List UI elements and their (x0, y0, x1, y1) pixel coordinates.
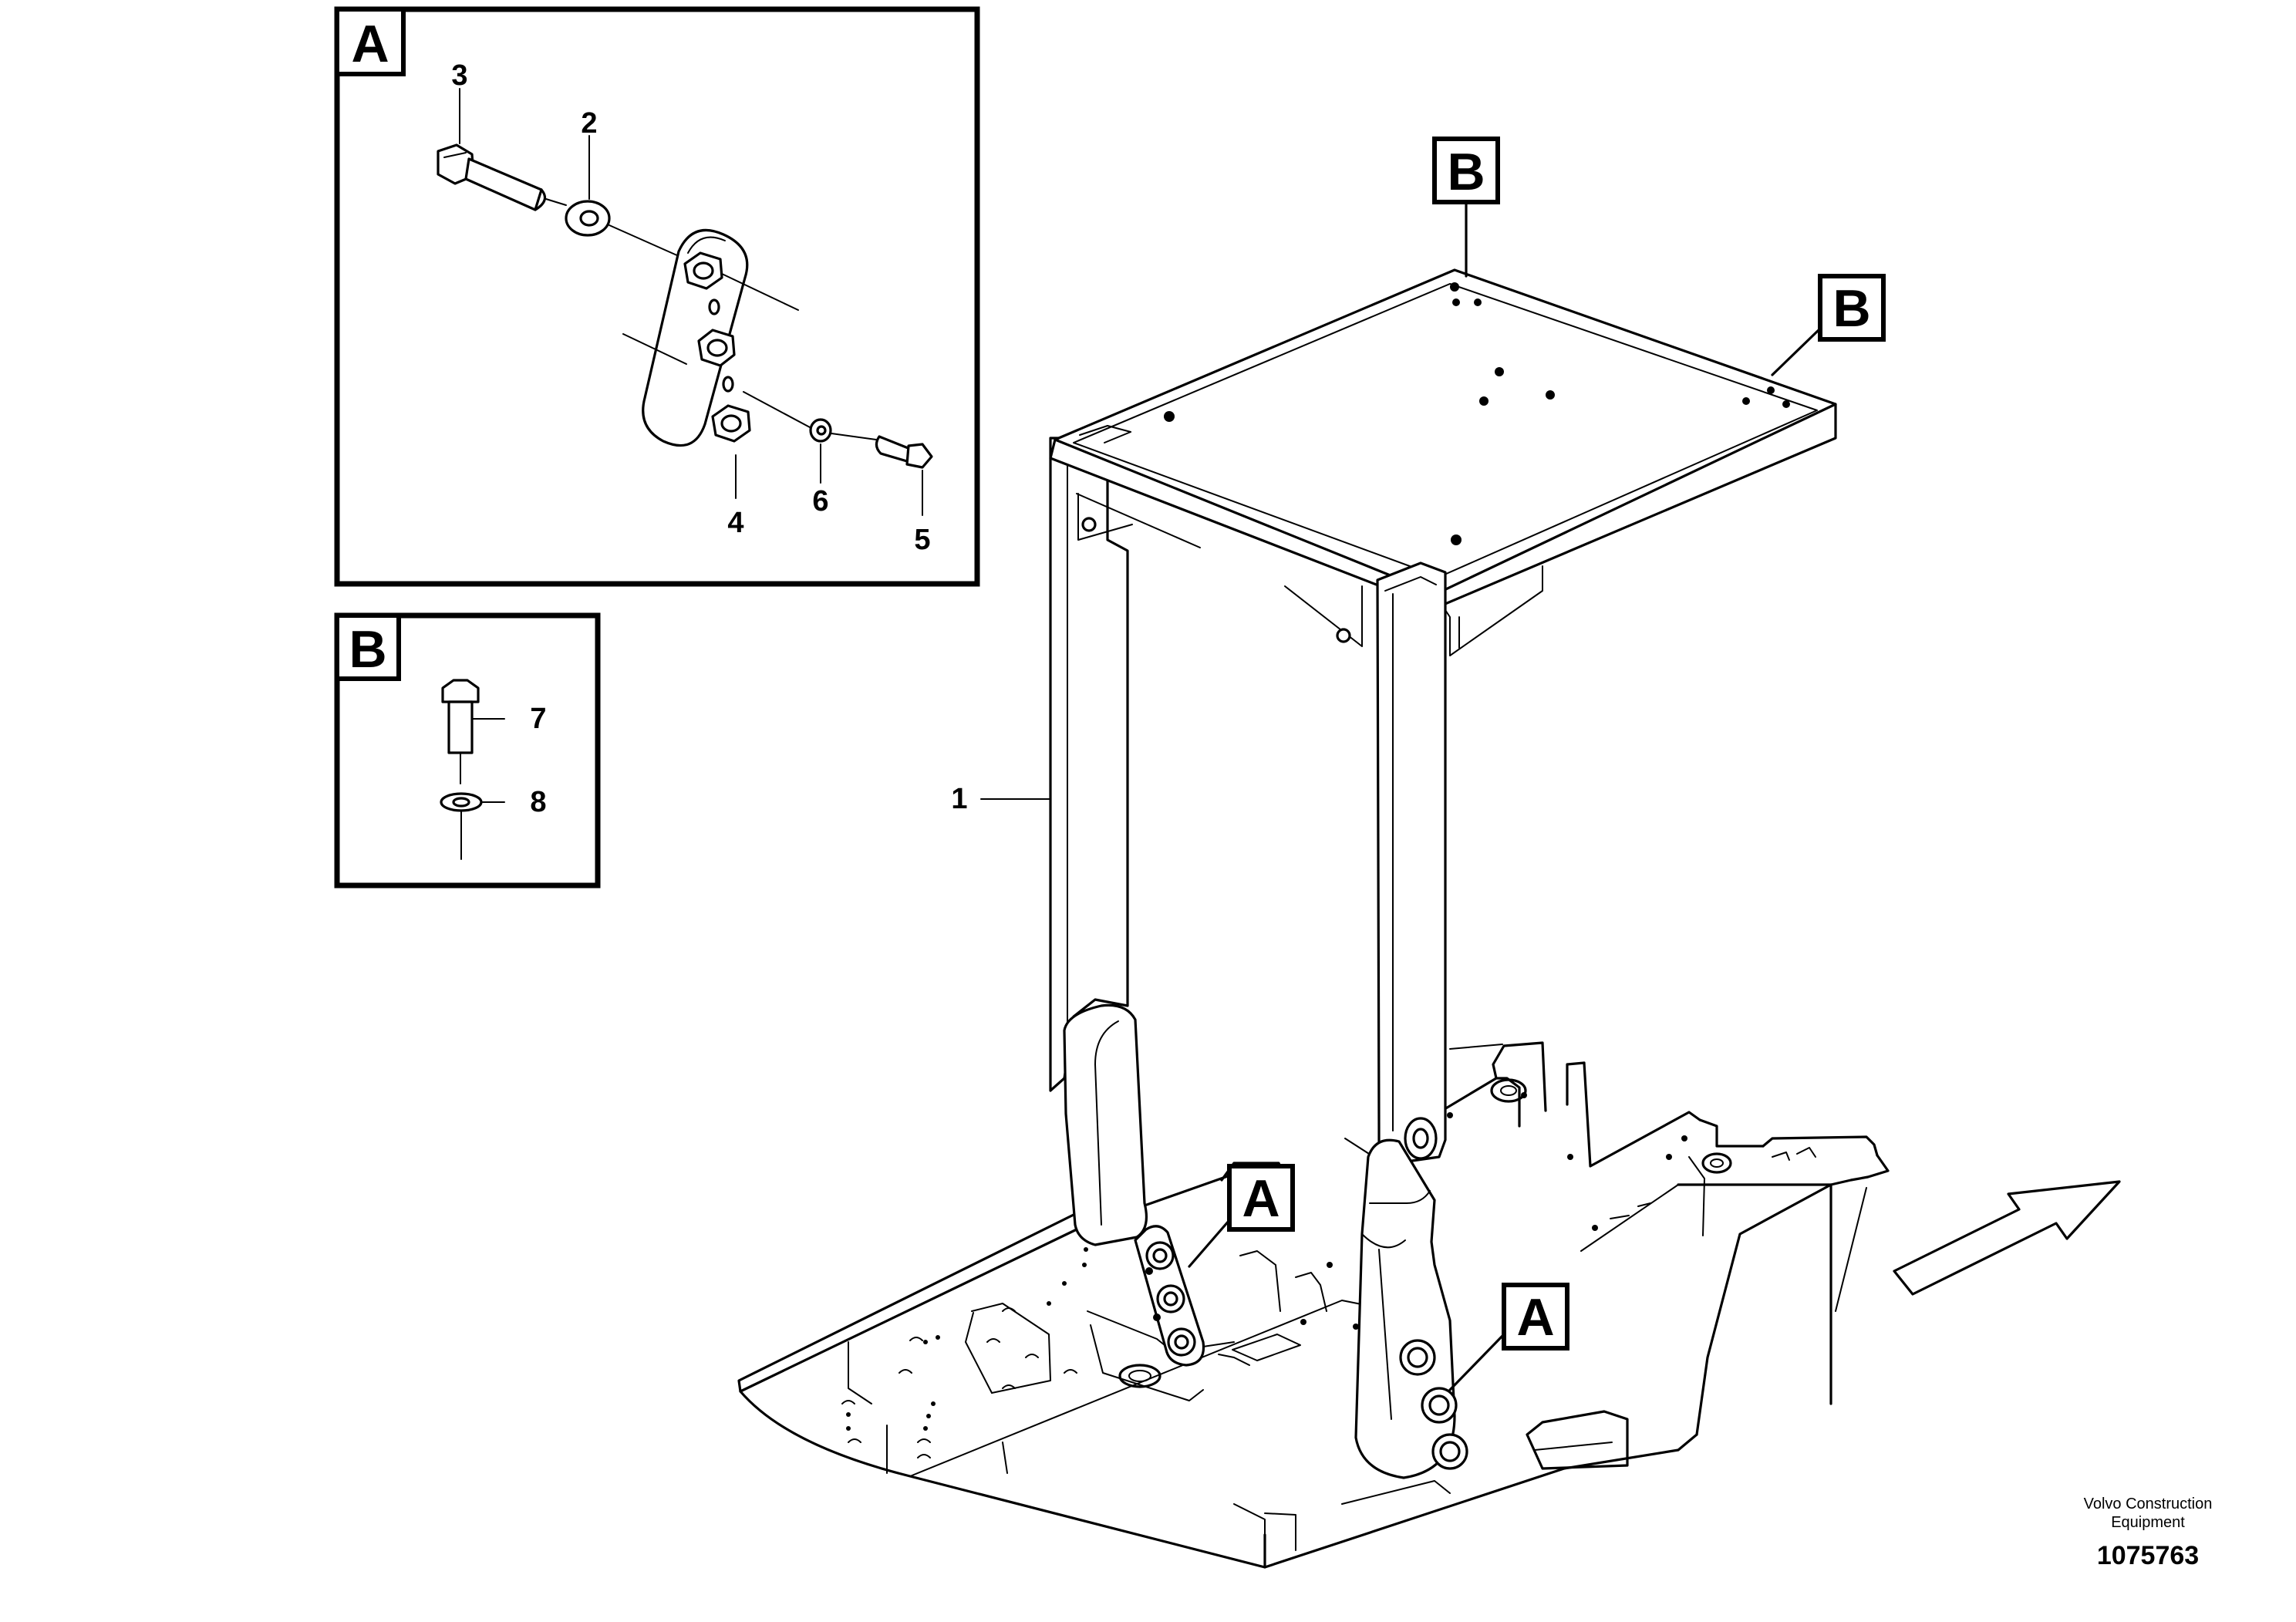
credit-block: Volvo Construction Equipment 1075763 (2084, 1496, 2213, 1570)
slot-icon (1404, 1117, 1438, 1160)
left-leg (1049, 437, 1148, 1246)
washer-6 (809, 418, 832, 443)
bolt-7 (441, 679, 480, 784)
item-1-label: 1 (951, 783, 967, 815)
svg-text:A: A (1516, 1288, 1554, 1347)
bolt-head-left-1 (1145, 1241, 1175, 1270)
nut-lower (711, 404, 751, 443)
bolt-head-left-2 (1156, 1284, 1185, 1313)
item-4-label: 4 (727, 507, 743, 539)
item-2-label: 2 (581, 107, 597, 140)
callout-b-top: B (1432, 137, 1500, 278)
bolt-head-front-1 (1399, 1339, 1436, 1376)
direction-arrow-icon (1893, 1180, 2121, 1296)
item-8-label: 8 (530, 786, 546, 818)
detail-a-label: A (351, 15, 389, 73)
nut-upper (683, 251, 723, 290)
front-leg (1354, 561, 1468, 1479)
detail-b-label: B (349, 620, 386, 679)
item-3-label: 3 (451, 59, 467, 92)
callout-a-right: A (1448, 1283, 1569, 1391)
item-6-label: 6 (812, 485, 828, 518)
main-view: 1 B B A A (737, 137, 2121, 1569)
detail-a-panel: A 3 2 (334, 6, 980, 587)
nut-middle (697, 329, 736, 367)
bolt-3 (437, 143, 567, 211)
washer-2 (565, 200, 611, 237)
detail-b-panel: B 7 8 (334, 612, 601, 889)
document-number: 1075763 (2097, 1541, 2199, 1570)
left-bracket-bolts (1134, 1225, 1205, 1367)
credit-line-2: Equipment (2111, 1514, 2185, 1531)
top-plate (1049, 268, 1837, 656)
svg-text:A: A (1242, 1169, 1279, 1228)
washer-8 (440, 792, 483, 812)
bolt-head-left-3 (1167, 1327, 1196, 1357)
bolt-5 (875, 435, 933, 469)
callout-b-right: B (1771, 274, 1886, 376)
callout-a-left: A (1188, 1164, 1295, 1268)
bolt-head-front-2 (1421, 1387, 1458, 1424)
item-5-label: 5 (914, 524, 930, 556)
detail-a-frame (334, 6, 980, 587)
detail-b-frame (334, 612, 601, 889)
svg-text:B: B (1447, 143, 1485, 201)
plate-4 (642, 228, 751, 447)
detail-b-label-box (335, 613, 401, 681)
bolt-head-front-3 (1431, 1433, 1468, 1470)
svg-text:B: B (1832, 279, 1870, 338)
credit-line-1: Volvo Construction (2084, 1496, 2213, 1512)
item-7-label: 7 (530, 703, 546, 735)
detail-a-label-box (335, 7, 406, 76)
chassis-frame (737, 1041, 1890, 1569)
